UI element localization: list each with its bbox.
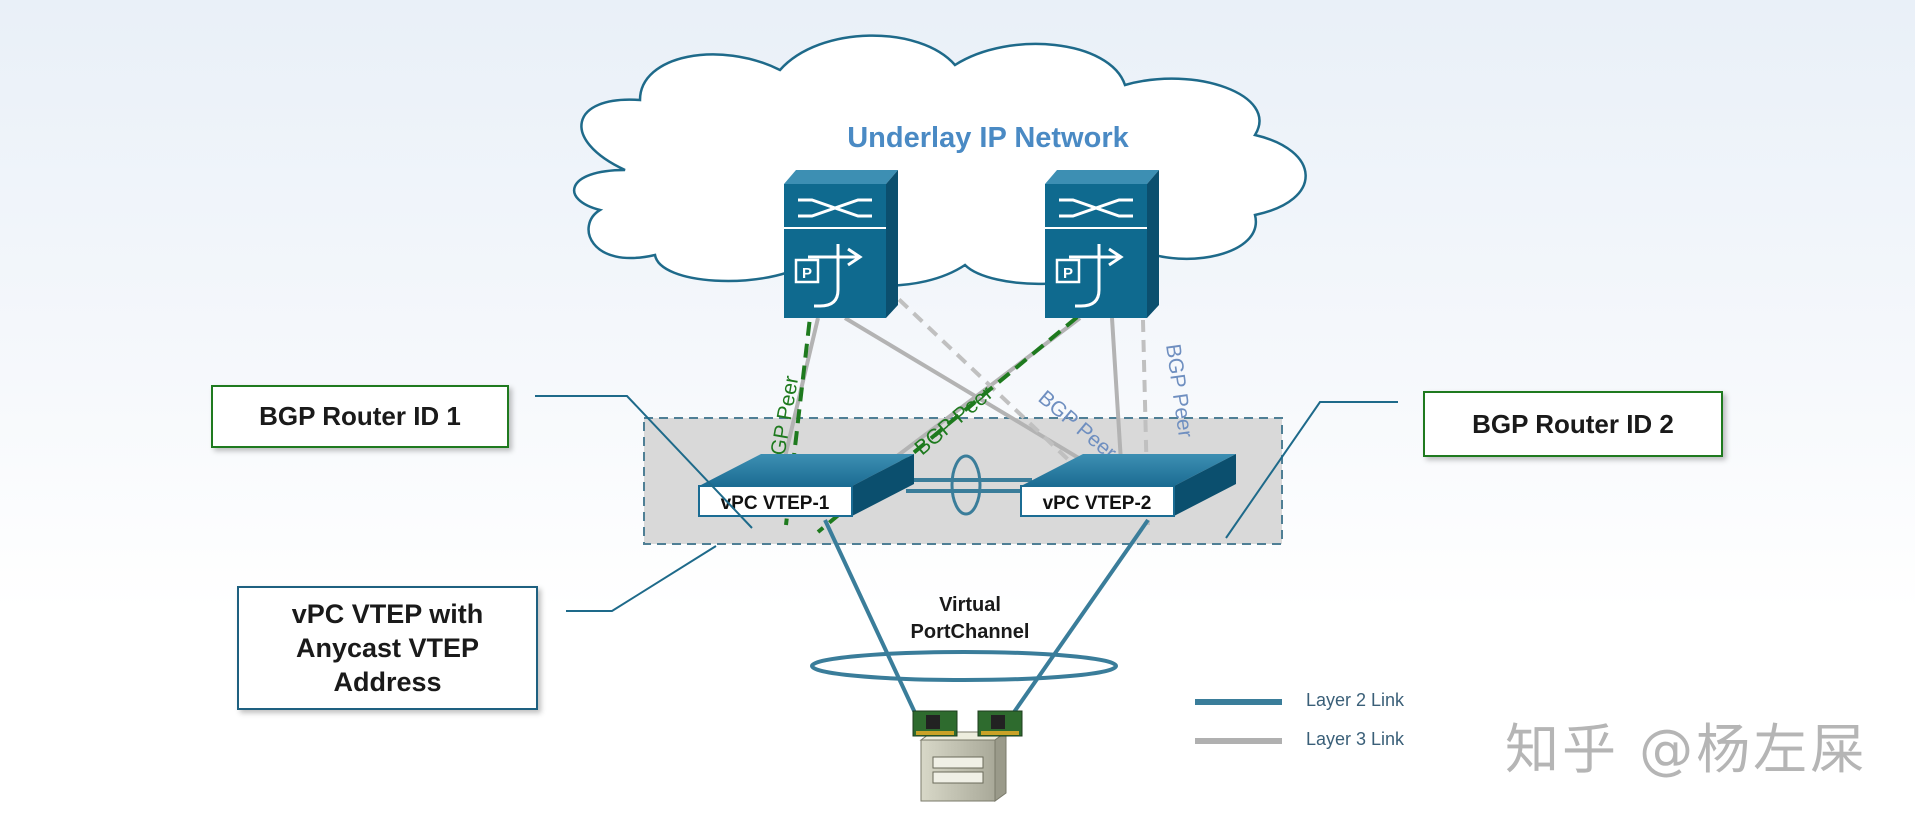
bgp-router-id-1-label: BGP Router ID 1 [259, 401, 461, 431]
vpc-peer-link-ring [950, 454, 982, 516]
leaf-2-label: vPC VTEP-2 [1043, 493, 1152, 514]
legend-layer2-label: Layer 2 Link [1306, 690, 1405, 710]
underlay-cloud [572, 34, 1307, 287]
leaf-switch-2: vPC VTEP-2 [1020, 454, 1236, 517]
callout-leaders [535, 395, 1398, 612]
legend: Layer 2 Link Layer 3 Link [1195, 690, 1405, 749]
vpc-vtep-anycast-line1: vPC VTEP with [291, 599, 484, 629]
svg-text:P: P [1063, 265, 1073, 282]
layer2-links [823, 478, 1150, 717]
legend-layer3-label: Layer 3 Link [1306, 729, 1405, 749]
spine-switch-1: P [784, 170, 898, 318]
leaf-1-label: vPC VTEP-1 [721, 493, 830, 514]
vpc-vtep-anycast-line2: Anycast VTEP [295, 633, 480, 663]
svg-text:P: P [802, 265, 812, 282]
portchannel-label-line1: Virtual [939, 594, 1001, 616]
cloud-title: Underlay IP Network [847, 122, 1129, 154]
watermark: 知乎 @杨左屎 [1505, 718, 1868, 781]
bgp-router-id-2-label: BGP Router ID 2 [1472, 408, 1674, 439]
nic-card-icon [912, 710, 958, 737]
server-icon [919, 731, 1008, 802]
spine-switch-2: P [1045, 170, 1159, 318]
bgp-router-id-1-box: BGP Router ID 1 [211, 385, 509, 448]
portchannel-label-line2: PortChannel [911, 621, 1030, 643]
portchannel-ring [810, 650, 1118, 682]
layer3-switch-icon [794, 198, 872, 308]
leaf-switch-1: vPC VTEP-1 [698, 454, 914, 517]
layer3-switch-icon [1055, 198, 1133, 308]
nic-card-icon [977, 710, 1023, 737]
vpc-vtep-anycast-line3: Address [333, 667, 442, 697]
vpc-vtep-anycast-box: vPC VTEP with Anycast VTEP Address [237, 586, 538, 710]
bgp-router-id-2-box: BGP Router ID 2 [1423, 391, 1723, 457]
